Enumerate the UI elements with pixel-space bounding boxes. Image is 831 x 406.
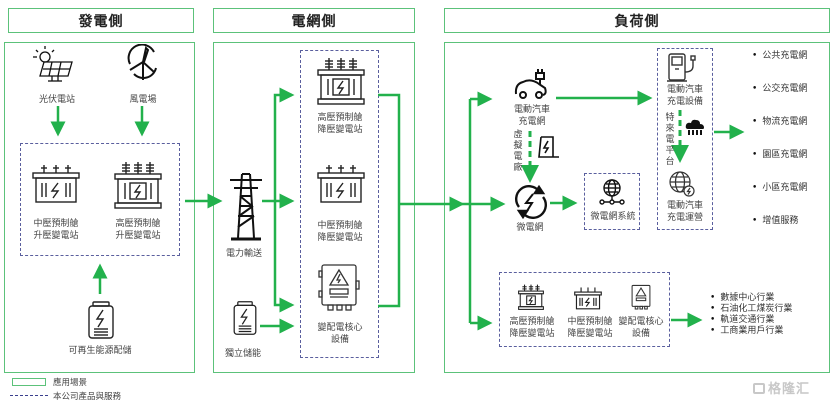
battery-storage-icon <box>88 301 114 339</box>
ev-operation-globe-icon <box>669 171 695 197</box>
virtual-plant-icon <box>538 136 559 158</box>
header-grid-side: 電網側 <box>213 8 415 33</box>
scenario-item: 增值服務 <box>752 213 798 226</box>
label-wind: 風電場 <box>129 95 157 105</box>
label-core-equipment: 變配電核心設備 <box>317 323 363 345</box>
arrow-to-core <box>273 201 295 313</box>
label-ev-operation: 電動汽車充電運營 <box>666 201 703 223</box>
industry-item: 數據中心行業 <box>710 293 774 303</box>
product-group-step-up <box>20 143 180 256</box>
label-mv-step-down: 中壓預制艙降壓變電站 <box>317 221 363 243</box>
arrow-to-hv <box>273 87 295 201</box>
scenario-item: 公共充電網 <box>752 48 807 61</box>
hv-step-down-small-icon <box>518 284 544 310</box>
label-virtual-power-plant: 虛擬電廠 <box>513 130 523 173</box>
mv-step-down-small-icon <box>574 287 602 310</box>
panel-load <box>444 42 830 373</box>
mv-substation-icon <box>32 165 80 203</box>
legend-swatch-products <box>10 395 48 396</box>
solar-panel-icon <box>33 46 73 82</box>
label-load-mv: 中壓預制艙降壓變電站 <box>567 317 613 339</box>
label-hv-step-down: 高壓預制艙降壓變電站 <box>317 113 363 135</box>
label-renewable-storage: 可再生能源配儲 <box>68 346 132 356</box>
scenario-item: 物流充電網 <box>752 114 807 127</box>
watermark-logo-icon <box>753 383 765 394</box>
cloud-platform-icon <box>685 119 704 135</box>
independent-storage-icon <box>233 301 257 335</box>
label-microgrid-system: 微電網系統 <box>590 212 636 222</box>
legend-swatch-application <box>12 378 46 386</box>
product-group-ev <box>657 48 713 230</box>
label-telaidian-platform: 特來電平台 <box>665 113 675 167</box>
legend-label-products: 本公司產品與服務 <box>53 392 122 402</box>
industry-item: 軌道交通行業 <box>710 315 774 325</box>
label-transmission: 電力輸送 <box>225 249 262 259</box>
scenario-item: 小區充電網 <box>752 180 807 193</box>
label-mv-step-up: 中壓預制艙升壓變電站 <box>33 219 79 241</box>
distribution-cabinet-icon <box>318 264 360 311</box>
hv-substation-icon <box>114 162 162 209</box>
industry-item: 工商業用戶行業 <box>710 326 783 336</box>
label-load-hv: 高壓預制艙降壓變電站 <box>509 317 555 339</box>
label-independent-storage: 獨立儲能 <box>224 349 261 359</box>
label-load-core: 變配電核心設備 <box>618 317 664 339</box>
scenario-item: 園區充電網 <box>752 147 807 160</box>
product-group-load-bottom <box>499 272 670 347</box>
transmission-tower-icon <box>230 173 262 241</box>
legend-label-application: 應用場景 <box>53 378 88 388</box>
scenario-item: 公交充電網 <box>752 81 807 94</box>
industry-item: 石油化工煤炭行業 <box>710 304 792 314</box>
ev-car-plug-icon <box>514 69 547 99</box>
label-solar: 光伏電站 <box>38 95 75 105</box>
label-ev-equipment: 電動汽車充電設備 <box>666 85 703 107</box>
header-generation-side: 發電側 <box>8 8 194 33</box>
product-group-grid <box>300 50 379 358</box>
bracket-grid-out <box>378 93 401 308</box>
wind-turbine-icon <box>127 44 157 80</box>
ev-charger-icon <box>667 53 696 82</box>
label-ev-network: 電動汽車充電網 <box>513 105 550 127</box>
panel-generation <box>4 42 195 373</box>
microgrid-system-globe-icon <box>599 179 625 205</box>
microgrid-cycle-icon <box>515 185 547 219</box>
hv-step-down-icon <box>317 58 365 105</box>
label-hv-step-up: 高壓預制艙升壓變電站 <box>115 219 161 241</box>
product-group-microgrid <box>584 173 640 230</box>
mv-step-down-icon <box>317 165 365 203</box>
watermark: 格隆汇 <box>753 378 810 397</box>
core-equipment-small-icon <box>631 284 651 310</box>
header-load-side: 負荷側 <box>444 8 830 33</box>
label-microgrid: 微電網 <box>516 223 544 233</box>
